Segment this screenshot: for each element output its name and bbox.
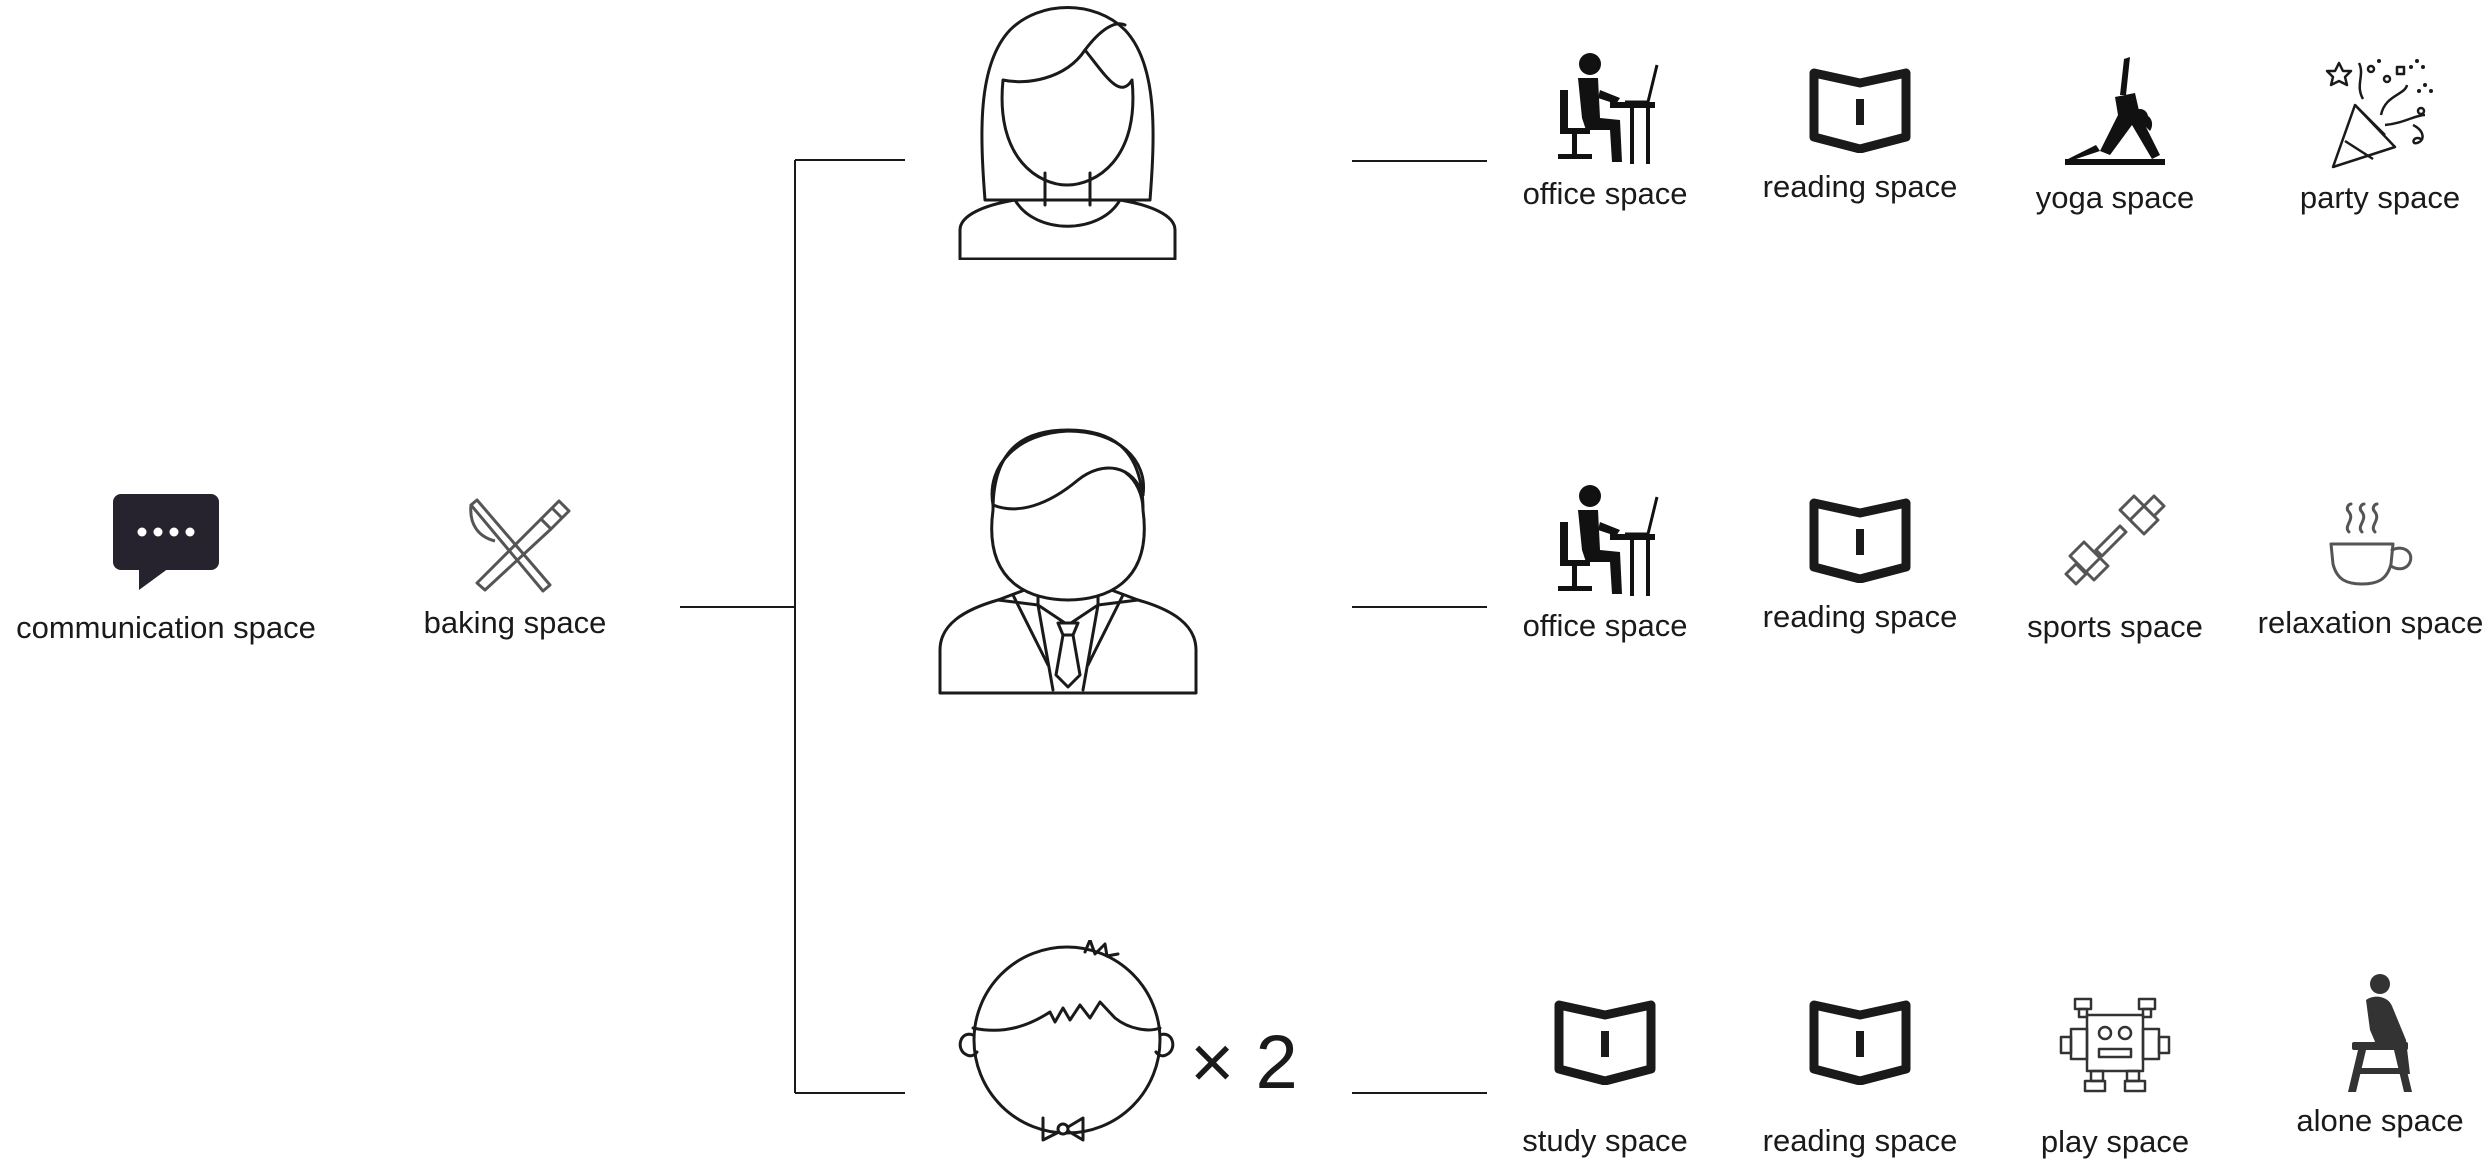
speech-bubble-icon <box>113 494 219 590</box>
man-space-reading: reading space <box>1750 495 1970 632</box>
office-desk-icon <box>1558 485 1659 596</box>
woman-space-party: party space <box>2275 55 2485 213</box>
open-book-icon <box>1809 498 1911 583</box>
shared-space-communication: communication space <box>0 492 332 643</box>
space-label: reading space <box>1762 169 1958 204</box>
space-label: office space <box>1522 608 1688 643</box>
child-avatar-icon <box>958 940 1175 1142</box>
space-label: sports space <box>2027 609 2203 644</box>
party-popper-icon <box>2325 59 2433 169</box>
open-book-icon <box>1809 68 1911 153</box>
space-label: baking space <box>423 605 607 640</box>
woman-space-reading: reading space <box>1750 65 1970 202</box>
space-label: office space <box>1522 176 1688 211</box>
woman-avatar-icon <box>958 6 1177 260</box>
woman-space-yoga: yoga space <box>2010 55 2220 213</box>
yoga-pose-icon <box>2065 57 2165 165</box>
open-book-icon <box>1554 1000 1656 1085</box>
child-space-play: play space <box>2010 993 2220 1157</box>
child-space-alone: alone space <box>2275 970 2485 1136</box>
child-multiplier: × 2 <box>1190 1020 1298 1105</box>
woman-space-office: office space <box>1500 50 1710 209</box>
child-space-reading: reading space <box>1750 997 1970 1156</box>
space-label: yoga space <box>2035 180 2195 215</box>
man-space-office: office space <box>1500 482 1710 641</box>
coffee-cup-icon <box>2329 502 2412 586</box>
person-on-stool-icon <box>2348 974 2412 1092</box>
child-space-study: study space <box>1500 997 1710 1156</box>
shared-space-baking: baking space <box>415 495 615 638</box>
space-label: reading space <box>1762 599 1958 634</box>
space-label: relaxation space <box>2257 605 2484 640</box>
man-avatar-icon <box>938 428 1198 695</box>
space-label: party space <box>2299 180 2461 215</box>
man-space-sports: sports space <box>2010 490 2220 642</box>
space-label: reading space <box>1762 1123 1958 1158</box>
space-label: study space <box>1522 1123 1688 1158</box>
office-desk-icon <box>1558 53 1659 164</box>
man-space-relaxation: relaxation space <box>2250 502 2491 638</box>
space-label: play space <box>2040 1124 2190 1159</box>
open-book-icon <box>1809 1000 1911 1085</box>
dumbbell-icon <box>2064 494 2166 586</box>
robot-icon <box>2059 997 2171 1093</box>
space-label: alone space <box>2296 1103 2464 1138</box>
space-label: communication space <box>16 610 316 645</box>
fork-knife-icon <box>469 498 571 593</box>
